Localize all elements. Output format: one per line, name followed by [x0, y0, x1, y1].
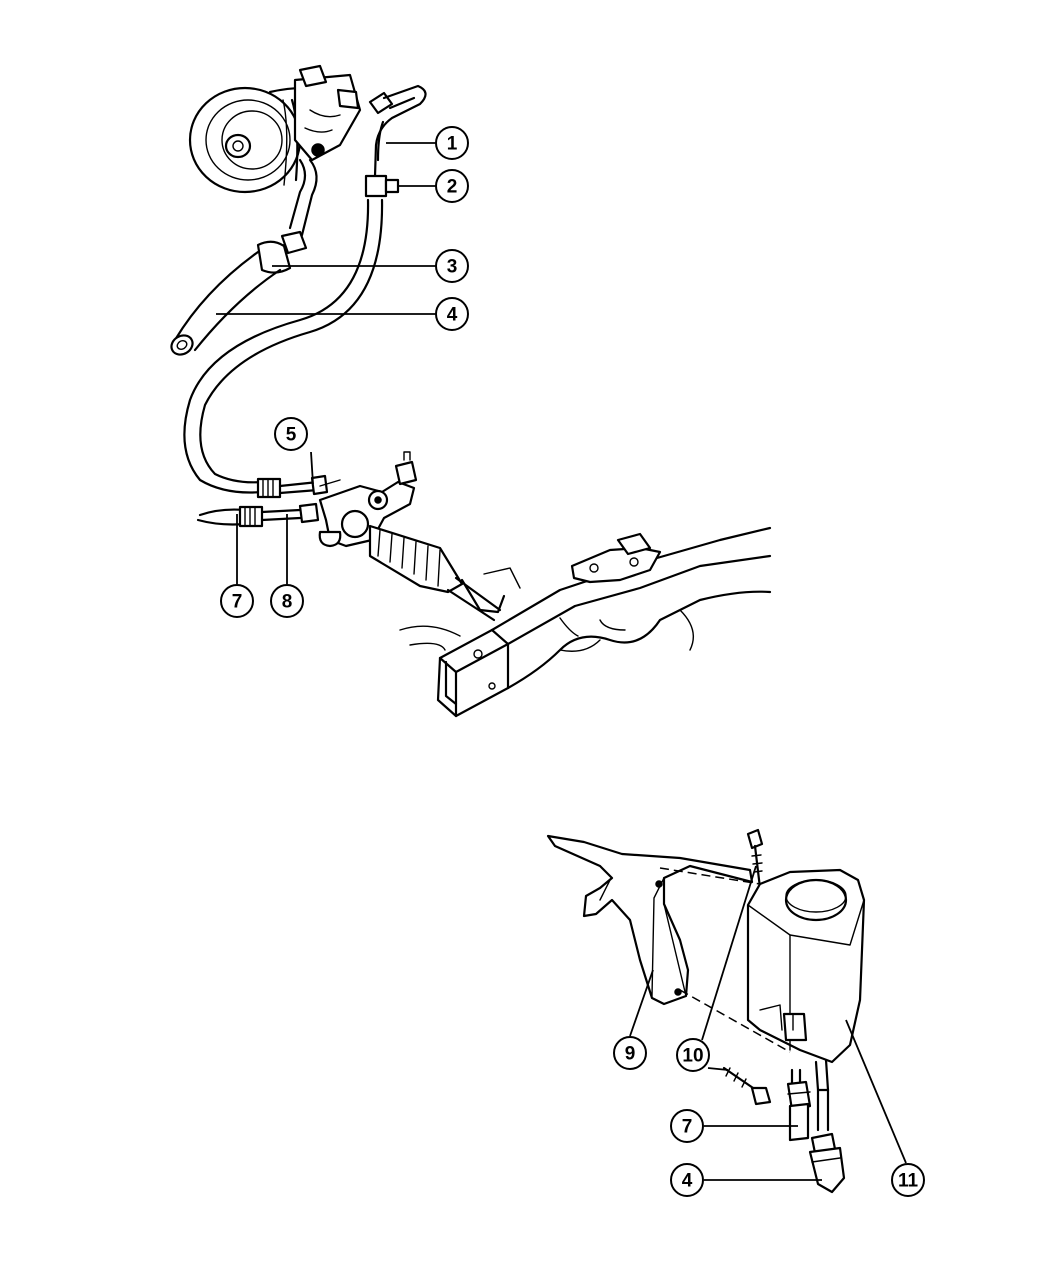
- callout-label: 2: [447, 177, 458, 198]
- callout-c7: 7: [220, 584, 254, 618]
- callout-circle: [220, 584, 254, 618]
- callout-circle: [274, 417, 308, 451]
- callout-circle: [435, 169, 469, 203]
- leader-line-10b: [707, 1067, 729, 1071]
- callout-circle: [435, 297, 469, 331]
- reservoir-hoses: [786, 1080, 846, 1194]
- callout-label: 7: [682, 1117, 693, 1138]
- fluid-reservoir: [746, 868, 866, 1092]
- callout-c8: 8: [270, 584, 304, 618]
- callout-circle: [435, 126, 469, 160]
- callout-circle: [891, 1163, 925, 1197]
- callout-label: 4: [447, 305, 458, 326]
- callout-c11: 11: [891, 1163, 925, 1197]
- callout-label: 11: [898, 1171, 919, 1192]
- pressure-hose: [183, 84, 427, 499]
- leader-line-10a: [701, 865, 757, 1041]
- callout-c10: 10: [676, 1038, 710, 1072]
- leader-line-11: [845, 1019, 907, 1164]
- callout-circle: [670, 1109, 704, 1143]
- callout-c4: 4: [435, 297, 469, 331]
- callout-c5: 5: [274, 417, 308, 451]
- mounting-bolts: [722, 828, 772, 1106]
- callout-c1: 1: [435, 126, 469, 160]
- callout-label: 4: [682, 1171, 693, 1192]
- callout-c9: 9: [613, 1036, 647, 1070]
- callout-label: 8: [282, 592, 293, 613]
- callout-c2: 2: [435, 169, 469, 203]
- callouts: 1 2 3 4 5 7 8 9 10 7 4 11: [220, 126, 925, 1197]
- callout-circle: [613, 1036, 647, 1070]
- callout-circle: [435, 249, 469, 283]
- callout-c3: 3: [435, 249, 469, 283]
- callout-c4b: 4: [670, 1163, 704, 1197]
- power-steering-pump: [188, 64, 362, 194]
- return-hose: [170, 158, 318, 528]
- callout-label: 10: [682, 1046, 703, 1067]
- callout-label: 5: [286, 425, 297, 446]
- callout-label: 9: [625, 1044, 636, 1065]
- steering-gear: [298, 451, 502, 622]
- callout-c7b: 7: [670, 1109, 704, 1143]
- callout-circle: [670, 1163, 704, 1197]
- callout-label: 3: [447, 257, 458, 278]
- callout-label: 1: [447, 134, 458, 155]
- crossmember-frame: [399, 526, 772, 718]
- leader-line-5: [310, 451, 314, 485]
- reservoir-bracket: [546, 834, 754, 1006]
- leader-line-9: [629, 969, 654, 1037]
- callout-label: 7: [232, 592, 243, 613]
- callout-circle: [270, 584, 304, 618]
- callout-circle: [676, 1038, 710, 1072]
